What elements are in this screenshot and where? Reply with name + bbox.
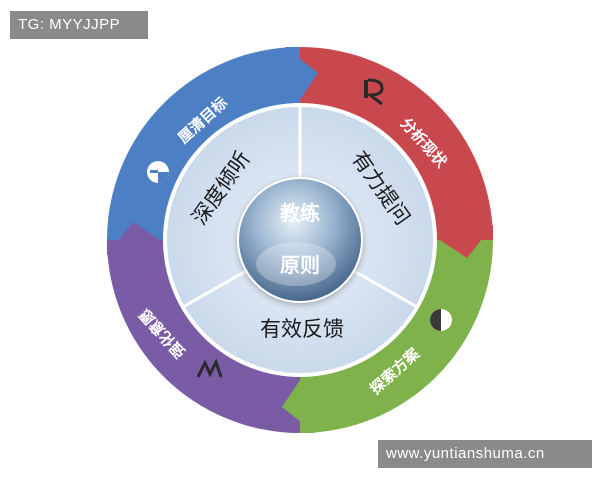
core-line-1: 教练 bbox=[280, 201, 320, 225]
core-line-2: 原则 bbox=[280, 253, 320, 277]
inner-label-effective-feedback: 有效反馈 bbox=[260, 317, 344, 341]
m-logo-icon bbox=[196, 358, 223, 378]
arrow-notch-top bbox=[285, 47, 318, 100]
arrow-notch-bottom bbox=[282, 380, 315, 433]
core-sphere bbox=[237, 177, 363, 303]
half-circle-icon bbox=[430, 309, 452, 331]
core-highlight bbox=[256, 242, 336, 286]
watermark-bottom-right: www.yuntianshuma.cn bbox=[378, 440, 592, 468]
arrow-notch-left bbox=[107, 222, 160, 255]
watermark-top-left: TG: MYYJJPP bbox=[10, 11, 148, 39]
arrow-notch-right bbox=[440, 225, 493, 258]
g-logo-icon bbox=[147, 161, 169, 183]
r-logo-icon bbox=[364, 78, 384, 106]
